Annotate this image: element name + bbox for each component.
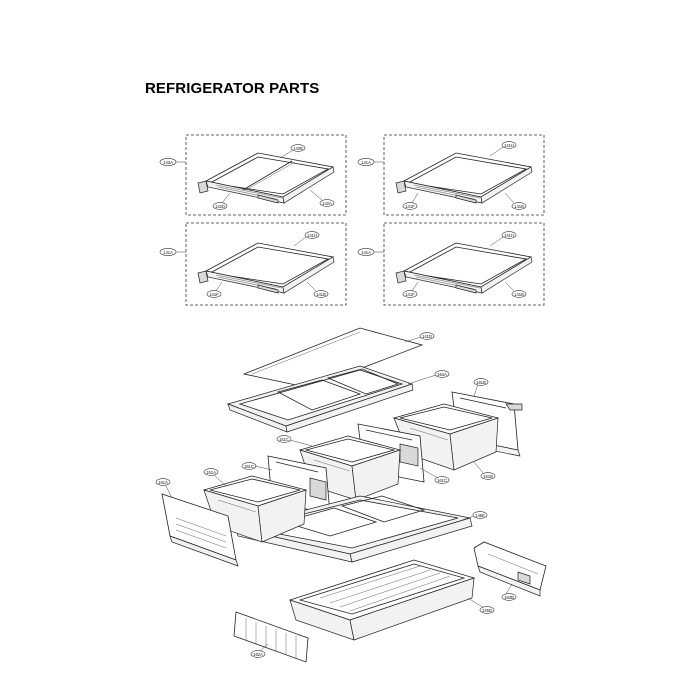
svg-text:161B: 161B: [476, 380, 486, 385]
callout-151c: 151C: [276, 435, 292, 443]
svg-text:142A: 142A: [322, 201, 332, 206]
svg-text:141F: 141F: [209, 292, 219, 297]
svg-text:161C: 161C: [244, 464, 254, 469]
callout-141f: 141F: [402, 202, 418, 210]
svg-text:151B: 151B: [483, 474, 493, 479]
callout-142b: 142B: [290, 144, 306, 152]
svg-text:141B: 141B: [514, 292, 524, 297]
side-cover-163b: [473, 541, 547, 597]
svg-text:151C: 151C: [279, 437, 289, 442]
leader-lines: [164, 336, 513, 652]
callout-141f: 141F: [206, 290, 222, 298]
page-title: REFRIGERATOR PARTS: [145, 80, 320, 97]
callout-141b: 141B: [313, 290, 329, 298]
svg-text:141D: 141D: [422, 334, 432, 339]
side-panel-161a: [161, 493, 239, 567]
svg-text:141H: 141H: [504, 143, 514, 148]
callout-161c-mid: 161C: [241, 462, 257, 470]
svg-text:145D: 145D: [482, 608, 492, 613]
svg-text:141B: 141B: [514, 204, 524, 209]
shelf-box-141a-bottom-left: 141A 141H 141F 141B: [159, 222, 347, 306]
svg-text:146E: 146E: [475, 513, 485, 518]
callout-161c-right: 161C: [434, 476, 450, 484]
svg-text:154A: 154A: [437, 372, 447, 377]
svg-text:141H: 141H: [504, 233, 514, 238]
callout-151a: 151A: [203, 468, 219, 476]
svg-text:142D: 142D: [215, 204, 225, 209]
svg-text:141H: 141H: [307, 233, 317, 238]
svg-text:141B: 141B: [316, 292, 326, 297]
callout-141a: 141A: [159, 248, 177, 256]
callout-141h: 141H: [501, 231, 517, 239]
callout-163b: 163B: [501, 593, 517, 601]
bracket-162a: [233, 611, 309, 663]
callout-154a: 154A: [434, 370, 450, 378]
callout-142d: 142D: [212, 202, 228, 210]
glass-panel-141d: [242, 327, 424, 389]
callout-141a: 141A: [357, 158, 375, 166]
crisper-drawer-151a: [202, 475, 308, 543]
shelf-box-143a: 143A 142B 142D 142A: [159, 134, 347, 216]
svg-text:163B: 163B: [504, 595, 514, 600]
callout-141h: 141H: [304, 231, 320, 239]
callout-161a: 161A: [155, 478, 171, 486]
crisper-drawer-151c: [298, 435, 402, 501]
svg-text:143A: 143A: [163, 160, 173, 165]
callout-161b-top: 161B: [473, 378, 489, 386]
callout-141f: 141F: [402, 290, 418, 298]
callout-141h: 141H: [501, 141, 517, 149]
bottom-drawer-145d: [288, 559, 476, 641]
callout-151b: 151B: [480, 472, 496, 480]
cover-frame-154a: [226, 365, 414, 433]
shelf-box-141a-bottom-right: 141A 141H 141F 141B: [357, 222, 545, 306]
svg-text:142B: 142B: [293, 146, 303, 151]
callout-145d: 145D: [479, 606, 495, 614]
svg-text:141A: 141A: [361, 160, 371, 165]
shelf-box-141a-top-right: 141A 141H 141F 141B: [357, 134, 545, 216]
callout-143a: 143A: [159, 158, 177, 166]
svg-text:141A: 141A: [163, 250, 173, 255]
callout-141b: 141B: [511, 290, 527, 298]
callout-146e: 146E: [472, 511, 488, 519]
svg-text:141A: 141A: [361, 250, 371, 255]
svg-text:161A: 161A: [158, 480, 168, 485]
callout-142a: 142A: [319, 199, 335, 207]
svg-text:141F: 141F: [405, 292, 415, 297]
crisper-drawer-151b: [392, 403, 500, 471]
callout-141a: 141A: [357, 248, 375, 256]
svg-text:141F: 141F: [405, 204, 415, 209]
callout-162a: 162A: [250, 650, 266, 658]
callout-141d: 141D: [419, 332, 435, 340]
svg-text:161C: 161C: [437, 478, 447, 483]
svg-text:151A: 151A: [206, 470, 216, 475]
callout-141b: 141B: [511, 202, 527, 210]
svg-text:162A: 162A: [253, 652, 263, 657]
